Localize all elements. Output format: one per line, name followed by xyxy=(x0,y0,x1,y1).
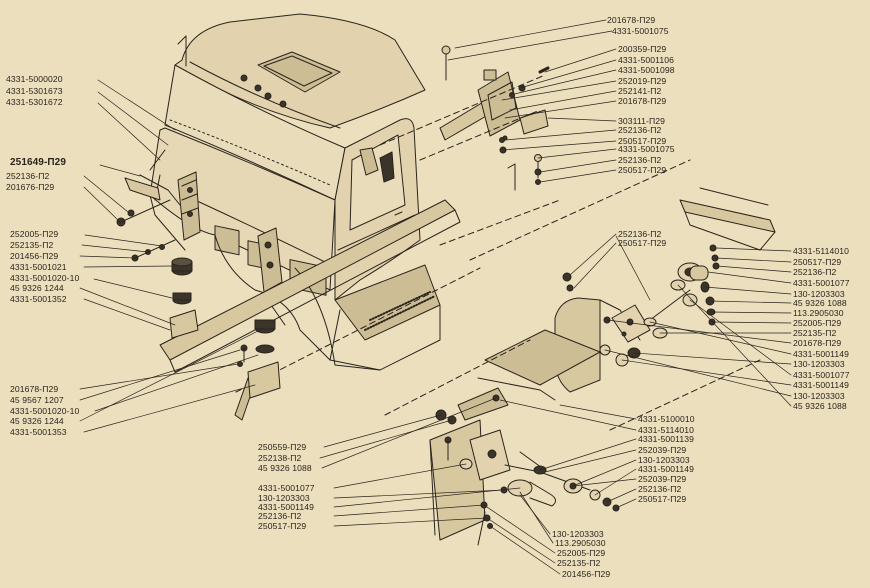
part-label: 4331-5114010 xyxy=(793,246,849,256)
part-label: 252136-П2 xyxy=(6,171,50,181)
centre-lines xyxy=(379,74,761,431)
part-label: 201678-П29 xyxy=(607,15,656,25)
part-label: 250559-П29 xyxy=(258,442,307,452)
part-label: 4331-5001098 xyxy=(618,65,675,75)
part-label: 4331-5001020-10 xyxy=(10,406,80,416)
part-label: 201678-П29 xyxy=(10,384,59,394)
part-label: 252136-П2 xyxy=(258,511,302,521)
part-label: 130-1203303 xyxy=(638,455,690,465)
part-label: 45 9326 1088 xyxy=(793,298,847,308)
part-label: 130-1203303 xyxy=(552,529,604,539)
cab-roof xyxy=(174,13,426,129)
part-label: 4331-5301673 xyxy=(6,86,63,96)
frame-rail-rear-right xyxy=(679,187,776,251)
part-label: 45 9326 1088 xyxy=(793,401,847,411)
part-label: 252039-П29 xyxy=(638,445,687,455)
part-label: 252136-П2 xyxy=(793,267,837,277)
part-label: 252039-П29 xyxy=(638,474,687,484)
part-label: 4331-5001020-10 xyxy=(10,273,80,283)
part-label: 303111-П29 xyxy=(618,116,665,126)
part-label: 250517-П29 xyxy=(618,165,667,175)
front-mount-bracket-right xyxy=(257,227,286,326)
part-label: 201676-П29 xyxy=(6,182,55,192)
rubber-mount-upper xyxy=(169,257,199,339)
part-label: 4331-5100010 xyxy=(638,414,695,424)
part-label: 252135-П2 xyxy=(557,558,601,568)
rear-bushing-group-right xyxy=(599,244,720,367)
part-label: 130-1203303 xyxy=(793,359,845,369)
part-label: 252135-П2 xyxy=(793,328,837,338)
rear-mount-bracket-right xyxy=(477,297,651,401)
part-label: 250517-П29 xyxy=(618,238,667,248)
part-label: 252135-П2 xyxy=(10,240,54,250)
part-label: 4331-5001075 xyxy=(612,26,669,36)
part-label: 45 9326 1244 xyxy=(10,416,64,426)
part-label: 250517-П29 xyxy=(638,494,687,504)
part-label: 252005-П29 xyxy=(557,548,606,558)
part-label: 45 9326 1088 xyxy=(258,463,312,473)
part-label: 250517-П29 xyxy=(618,136,667,146)
part-label: 252136-П2 xyxy=(618,229,662,239)
part-label: 45 9567 1207 xyxy=(10,395,64,405)
rear-upper-bracket xyxy=(439,45,550,191)
part-label: 251649-П29 xyxy=(10,157,67,168)
part-label: 4331-5001352 xyxy=(10,294,67,304)
part-label: 4331-5001139 xyxy=(638,434,694,444)
part-label: 4331-5001149 xyxy=(793,380,849,390)
rear-lower-bracket xyxy=(429,387,620,546)
part-label: 113.2905030 xyxy=(793,308,844,318)
part-label: 4331-5001353 xyxy=(10,427,67,437)
part-label: 4331-5001077 xyxy=(793,278,850,288)
part-label: 4331-5001075 xyxy=(618,144,675,154)
part-label: 4331-5001077 xyxy=(793,370,850,380)
part-label: 4331-5301672 xyxy=(6,97,63,107)
part-label: 4331-5001021 xyxy=(10,262,67,272)
part-label: 201456-П29 xyxy=(10,251,59,261)
part-label: 201678-П29 xyxy=(793,338,842,348)
part-label: 201678-П29 xyxy=(618,96,667,106)
part-label: 4331-5000020 xyxy=(6,74,63,84)
part-label: 4331-5001149 xyxy=(793,349,849,359)
part-label: 4331-5001106 xyxy=(618,55,674,65)
part-label: 252136-П2 xyxy=(618,125,662,135)
part-label: 252136-П2 xyxy=(638,484,682,494)
part-label: 4331-5001077 xyxy=(258,483,315,493)
part-label: 200359-П29 xyxy=(618,44,667,54)
leader-lines xyxy=(79,19,792,575)
part-label: 4331-5114010 xyxy=(638,425,694,435)
part-label: 130-1203303 xyxy=(793,391,845,401)
part-label: 4331-5001149 xyxy=(258,502,314,512)
mid-washers xyxy=(562,272,574,292)
cab-wheel-arch xyxy=(149,194,331,361)
front-mount-bracket-left xyxy=(124,171,201,241)
part-label: 45 9326 1244 xyxy=(10,283,64,293)
part-label: 130-1203303 xyxy=(793,289,845,299)
part-label: 252019-П29 xyxy=(618,76,667,86)
part-label: 252136-П2 xyxy=(618,155,662,165)
rubber-mount-lower xyxy=(237,319,281,399)
part-label: 4331-5001149 xyxy=(638,464,694,474)
part-label: 252005-П29 xyxy=(793,318,842,328)
part-label: 113.2905030 xyxy=(555,538,606,548)
part-label: 252141-П2 xyxy=(618,86,662,96)
frame-rail-front xyxy=(159,199,481,421)
part-label: 250517-П29 xyxy=(258,521,307,531)
part-label: 130-1203303 xyxy=(258,493,310,503)
part-label: 201456-П29 xyxy=(562,569,611,579)
part-label: 250517-П29 xyxy=(793,257,842,267)
part-label: 252138-П2 xyxy=(258,453,302,463)
part-label: 252005-П29 xyxy=(10,229,59,239)
